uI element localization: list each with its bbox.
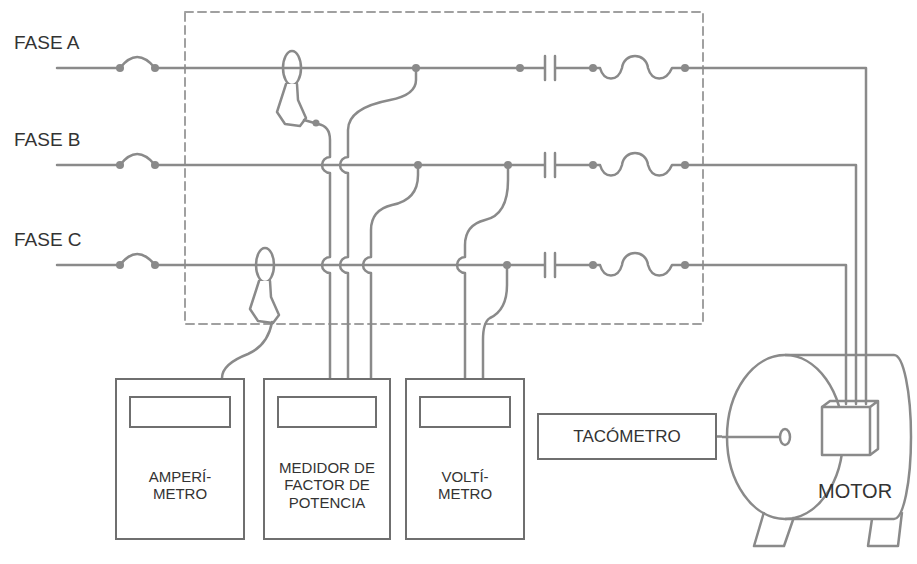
instrument-box: TACÓMETRO <box>537 413 717 460</box>
phase-label: FASE C <box>14 229 82 251</box>
meter-box: MEDIDOR DE FACTOR DE POTENCIA <box>263 378 391 540</box>
display-window <box>129 396 231 428</box>
motor-figure: MOTOR <box>722 352 914 552</box>
phase-label: FASE A <box>14 32 79 54</box>
meter-label-area: MEDIDOR DE FACTOR DE POTENCIA <box>269 440 385 530</box>
connector-line <box>717 435 722 438</box>
meter-box: VOLTÍ- METRO <box>405 378 525 540</box>
phase-label: FASE B <box>14 129 81 151</box>
meter-label: MEDIDOR DE FACTOR DE POTENCIA <box>271 459 383 511</box>
instrument-label: TACÓMETRO <box>573 427 680 447</box>
meter-label: VOLTÍ- METRO <box>425 468 505 503</box>
meter-label-area: VOLTÍ- METRO <box>411 440 519 530</box>
motor-drawing <box>722 352 914 552</box>
meter-label: AMPERÍ- METRO <box>140 468 220 503</box>
meter-box: AMPERÍ- METRO <box>115 378 245 540</box>
display-window <box>277 396 377 428</box>
motor-label: MOTOR <box>818 480 892 503</box>
display-window <box>419 396 511 428</box>
connector <box>717 436 722 437</box>
meter-label-area: AMPERÍ- METRO <box>121 440 239 530</box>
